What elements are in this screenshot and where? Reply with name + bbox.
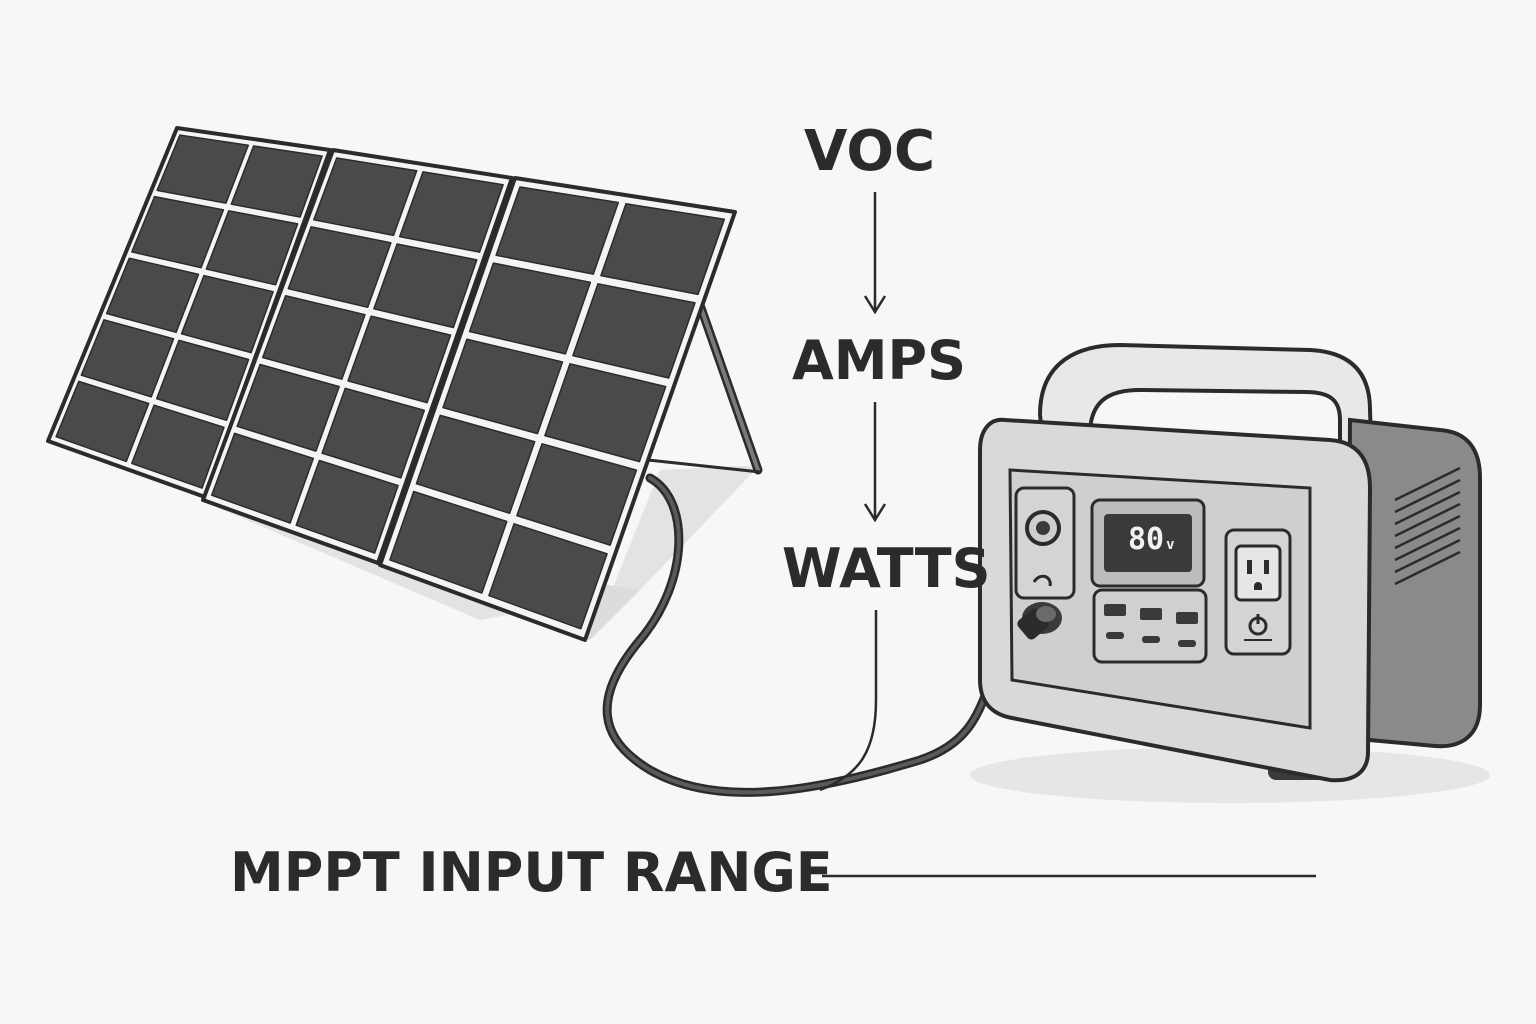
solar-cell: [55, 380, 150, 463]
watts-label: WATTS: [782, 537, 991, 600]
solar-cell: [495, 186, 620, 275]
solar-cell: [131, 195, 225, 269]
arrow-down-icon: [863, 192, 887, 315]
solar-cell: [516, 443, 638, 546]
solar-cell: [236, 363, 340, 452]
solar-cell: [321, 387, 426, 479]
mppt-input-range-label: MPPT INPUT RANGE: [230, 841, 833, 904]
solar-cell: [398, 171, 504, 253]
solar-cell: [389, 490, 508, 594]
solar-cell: [373, 243, 478, 329]
solar-cell: [131, 404, 225, 489]
solar-cell: [488, 523, 608, 630]
display-unit: v: [1166, 537, 1175, 553]
solar-cell: [155, 339, 250, 422]
solar-cell: [313, 157, 418, 237]
solar-cell: [205, 210, 299, 286]
solar-cell: [210, 432, 315, 524]
amps-label: AMPS: [792, 329, 966, 392]
solar-cell: [261, 294, 366, 380]
solar-cell: [442, 338, 564, 435]
solar-cell: [347, 315, 452, 404]
solar-cell: [295, 459, 399, 554]
solar-panel-icon: [46, 126, 737, 642]
solar-cell: [80, 319, 175, 398]
solar-cell: [287, 226, 392, 309]
watts-leader-line: [819, 610, 878, 792]
solar-cell: [105, 257, 200, 334]
arrow-down-icon: [863, 402, 887, 523]
solar-cell: [468, 262, 592, 355]
voc-label: VOC: [804, 119, 936, 184]
solar-cell: [544, 363, 667, 463]
panel-shadow: [200, 465, 760, 620]
solar-cell: [230, 145, 323, 218]
display-value: 80: [1128, 522, 1165, 557]
solar-cell: [156, 134, 250, 204]
power-station-icon: [970, 342, 1490, 803]
solar-cell: [415, 414, 536, 515]
solar-cell: [180, 274, 274, 354]
panel-kickstand: [647, 300, 763, 475]
solar-cell: [600, 203, 726, 296]
solar-cell: [572, 283, 696, 379]
